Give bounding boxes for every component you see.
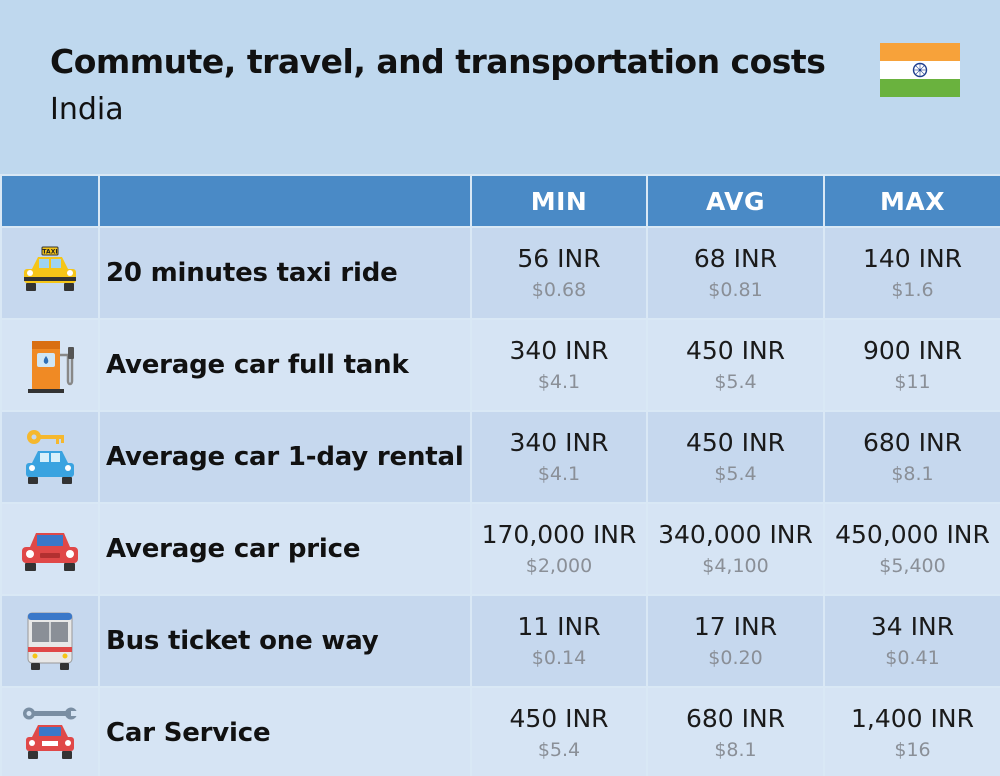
min-cell: 170,000 INR $2,000 bbox=[470, 502, 648, 596]
price-usd: $8.1 bbox=[891, 462, 934, 485]
price-inr: 340,000 INR bbox=[658, 519, 813, 549]
price-usd: $0.20 bbox=[708, 646, 763, 669]
min-column-header: MIN bbox=[470, 174, 648, 228]
max-cell: 34 INR $0.41 bbox=[823, 594, 1000, 688]
row-label: Average car full tank bbox=[98, 318, 472, 412]
max-cell: 140 INR $1.6 bbox=[823, 226, 1000, 320]
price-usd: $4,100 bbox=[702, 554, 769, 577]
bus-icon bbox=[27, 612, 73, 670]
avg-cell: 680 INR $8.1 bbox=[646, 686, 825, 776]
price-inr: 900 INR bbox=[862, 335, 963, 365]
table-row: Car Service 450 INR $5.4 680 INR $8.1 1,40… bbox=[0, 686, 1000, 776]
avg-cell: 17 INR $0.20 bbox=[646, 594, 825, 688]
price-usd: $4.1 bbox=[537, 370, 581, 393]
car-icon bbox=[22, 533, 78, 571]
price-inr: 450 INR bbox=[685, 427, 786, 457]
min-cell: 340 INR $4.1 bbox=[470, 318, 648, 412]
price-inr: 17 INR bbox=[693, 611, 778, 641]
table-row: Average car 1-day rental 340 INR $4.1 450… bbox=[0, 410, 1000, 504]
price-usd: $5,400 bbox=[879, 554, 946, 577]
price-usd: $5.4 bbox=[714, 370, 757, 393]
page-header: Commute, travel, and transportation cost… bbox=[0, 0, 1000, 174]
price-inr: 450,000 INR bbox=[835, 519, 990, 549]
price-inr: 170,000 INR bbox=[481, 519, 637, 549]
row-label: Average car price bbox=[98, 502, 472, 596]
price-usd: $1.6 bbox=[891, 278, 934, 301]
price-inr: 11 INR bbox=[517, 611, 601, 641]
svg-text:TAXI: TAXI bbox=[42, 249, 57, 256]
price-inr: 68 INR bbox=[693, 243, 778, 273]
car-key-icon bbox=[26, 430, 74, 484]
country-subtitle: India bbox=[50, 92, 124, 127]
price-usd: $0.41 bbox=[885, 646, 940, 669]
price-inr: 56 INR bbox=[517, 243, 601, 273]
row-label: Car Service bbox=[98, 686, 472, 776]
fuel-pump-icon bbox=[28, 341, 74, 393]
table-row: Bus ticket one way 11 INR $0.14 17 INR $0.… bbox=[0, 594, 1000, 688]
price-inr: 340 INR bbox=[509, 335, 609, 365]
page-title: Commute, travel, and transportation cost… bbox=[50, 42, 826, 81]
price-usd: $5.4 bbox=[714, 462, 757, 485]
min-cell: 11 INR $0.14 bbox=[470, 594, 648, 688]
price-inr: 1,400 INR bbox=[851, 703, 974, 733]
india-flag-icon bbox=[880, 43, 960, 97]
price-usd: $16 bbox=[894, 738, 931, 761]
row-label: Average car 1-day rental bbox=[98, 410, 472, 504]
table-header-row: MIN AVG MAX bbox=[0, 174, 1000, 228]
price-usd: $8.1 bbox=[714, 738, 757, 761]
price-usd: $0.81 bbox=[708, 278, 763, 301]
avg-cell: 340,000 INR $4,100 bbox=[646, 502, 825, 596]
max-cell: 900 INR $11 bbox=[823, 318, 1000, 412]
table-row: Average car price 170,000 INR $2,000 340,… bbox=[0, 502, 1000, 596]
max-column-header: MAX bbox=[823, 174, 1000, 228]
row-label: Bus ticket one way bbox=[98, 594, 472, 688]
price-inr: 34 INR bbox=[870, 611, 955, 641]
car-service-wrench-icon bbox=[23, 707, 79, 759]
price-usd: $2,000 bbox=[525, 554, 593, 577]
min-cell: 450 INR $5.4 bbox=[470, 686, 648, 776]
price-usd: $0.14 bbox=[531, 646, 587, 669]
row-label: 20 minutes taxi ride bbox=[98, 226, 472, 320]
price-inr: 450 INR bbox=[685, 335, 786, 365]
avg-cell: 68 INR $0.81 bbox=[646, 226, 825, 320]
min-cell: 56 INR $0.68 bbox=[470, 226, 648, 320]
avg-column-header: AVG bbox=[646, 174, 825, 228]
price-inr: 680 INR bbox=[862, 427, 963, 457]
price-usd: $0.68 bbox=[531, 278, 587, 301]
avg-cell: 450 INR $5.4 bbox=[646, 318, 825, 412]
price-inr: 450 INR bbox=[509, 703, 609, 733]
cost-table: MIN AVG MAX TAXI bbox=[0, 174, 1000, 776]
price-inr: 140 INR bbox=[862, 243, 963, 273]
max-cell: 1,400 INR $16 bbox=[823, 686, 1000, 776]
min-cell: 340 INR $4.1 bbox=[470, 410, 648, 504]
icon-column-header bbox=[0, 174, 100, 228]
taxi-icon: TAXI bbox=[24, 246, 76, 291]
table-row: TAXI 20 minutes taxi ride 56 INR $0.68 68… bbox=[0, 226, 1000, 320]
price-usd: $11 bbox=[894, 370, 931, 393]
max-cell: 450,000 INR $5,400 bbox=[823, 502, 1000, 596]
table-row: Average car full tank 340 INR $4.1 450 IN… bbox=[0, 318, 1000, 412]
item-column-header bbox=[98, 174, 472, 228]
avg-cell: 450 INR $5.4 bbox=[646, 410, 825, 504]
max-cell: 680 INR $8.1 bbox=[823, 410, 1000, 504]
price-usd: $5.4 bbox=[537, 738, 581, 761]
price-inr: 340 INR bbox=[509, 427, 609, 457]
price-usd: $4.1 bbox=[537, 462, 581, 485]
price-inr: 680 INR bbox=[685, 703, 786, 733]
